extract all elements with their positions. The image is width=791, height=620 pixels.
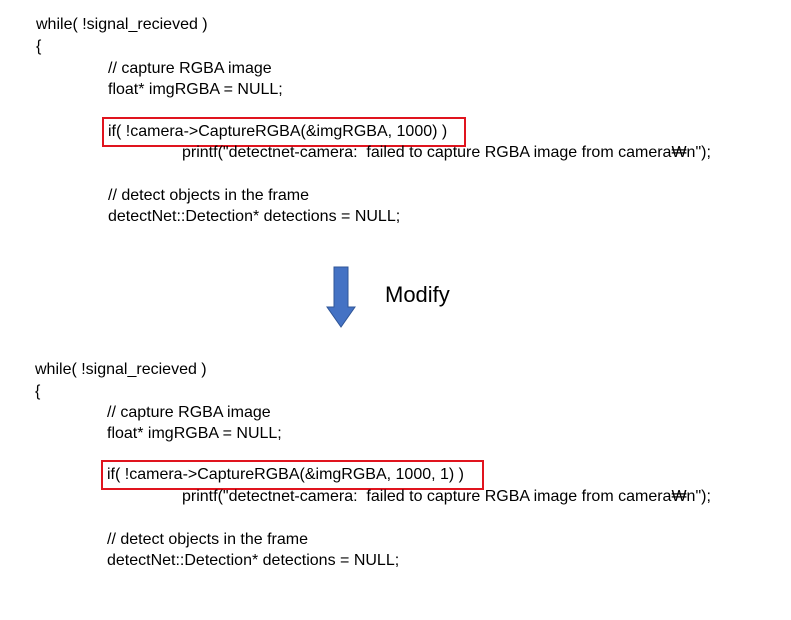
code-line-printf: printf("detectnet-camera: failed to capt… [182,144,711,161]
highlight-box-before [102,117,466,147]
arrow-down-icon [326,266,356,328]
code-line-open-brace: { [36,38,42,55]
highlight-box-after [101,460,484,490]
code-line-detections-decl: detectNet::Detection* detections = NULL; [107,552,400,569]
code-line-comment-detect: // detect objects in the frame [107,531,308,548]
code-line-if-capture: if( !camera->CaptureRGBA(&imgRGBA, 1000,… [107,466,465,483]
code-line-if-capture: if( !camera->CaptureRGBA(&imgRGBA, 1000)… [108,123,448,140]
code-line-comment-capture: // capture RGBA image [107,404,271,421]
code-line-float-decl: float* imgRGBA = NULL; [108,81,283,98]
modify-label: Modify [385,282,450,307]
code-line-comment-detect: // detect objects in the frame [108,187,309,204]
code-line-detections-decl: detectNet::Detection* detections = NULL; [108,208,401,225]
code-line-open-brace: { [35,383,41,400]
code-line-while: while( !signal_recieved ) [36,16,208,33]
code-line-comment-capture: // capture RGBA image [108,60,272,77]
code-line-printf: printf("detectnet-camera: failed to capt… [182,488,711,505]
code-line-while: while( !signal_recieved ) [35,361,207,378]
code-line-float-decl: float* imgRGBA = NULL; [107,425,282,442]
